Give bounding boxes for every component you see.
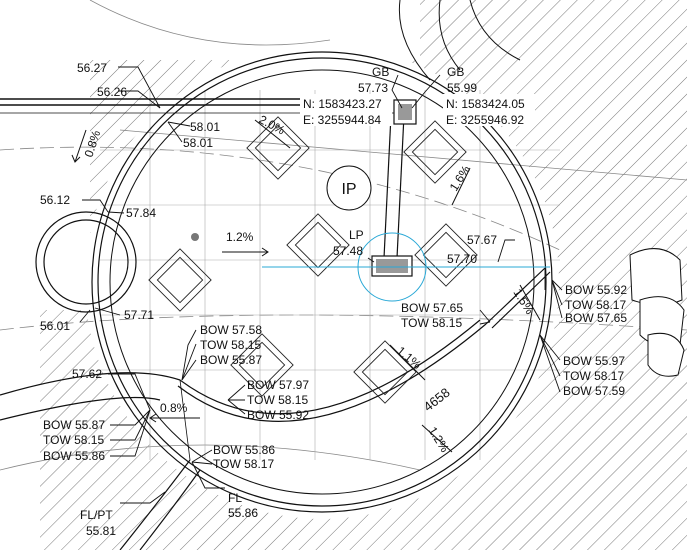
label-gb-right: GB (447, 65, 464, 79)
coord-bg-right (443, 94, 535, 126)
ip-marker-text: IP (341, 181, 356, 198)
label-bow-55-86-f: BOW 55.86 (43, 449, 105, 463)
label-gb-left-val: 57.73 (358, 81, 388, 95)
label-e-left: E: 3255944.84 (303, 113, 381, 127)
label-56-27: 56.27 (77, 61, 107, 75)
slope-arrows (71, 119, 541, 453)
trench-drain (371, 99, 417, 277)
ip-marker-circle (326, 165, 372, 211)
label-tow-58-15-c: TOW 58.15 (200, 338, 261, 352)
table-sets (148, 116, 478, 404)
round-planter (35, 211, 137, 313)
label-bow-57-97: BOW 57.97 (247, 378, 309, 392)
label-e-right: E: 3255946.92 (446, 113, 524, 127)
label-bow-55-97: BOW 55.97 (563, 354, 625, 368)
label-bow-55-87-f: BOW 55.87 (43, 418, 105, 432)
label-gb-left: GB (372, 65, 389, 79)
label-tow-58-15-f: TOW 58.15 (43, 433, 104, 447)
label-bow-55-92-e: BOW 55.92 (247, 408, 309, 422)
label-tow-58-17-g: TOW 58.17 (213, 457, 274, 471)
label-56-12: 56.12 (40, 193, 70, 207)
seat-wall-arc (177, 267, 551, 422)
label-58-01a: 58.01 (190, 120, 220, 134)
lp-highlight (262, 232, 550, 302)
label-bow-57-65-b: BOW 57.65 (401, 301, 463, 315)
boulders (629, 248, 685, 377)
label-bow-57-65-a: BOW 57.65 (565, 311, 627, 325)
label-57-70: 57.70 (447, 252, 477, 266)
label-57-71: 57.71 (124, 308, 154, 322)
label-n-right: N: 1583424.05 (446, 97, 525, 111)
bottom-left-walkway (0, 372, 201, 550)
top-right-path (398, 0, 521, 81)
leader-lines (79, 66, 563, 504)
slope-1-2-mid: 1.2% (226, 230, 254, 244)
label-flpt: FL/PT (80, 508, 113, 522)
label-n-left: N: 1583423.27 (303, 97, 382, 111)
label-bow-57-58: BOW 57.58 (200, 323, 262, 337)
label-tow-58-15-b: TOW 58.15 (401, 316, 462, 330)
label-57-62: 57.62 (72, 367, 102, 381)
label-57-67: 57.67 (467, 233, 497, 247)
label-bow-57-59: BOW 57.59 (563, 384, 625, 398)
label-flpt-val: 55.81 (86, 524, 116, 538)
label-lp-val: 57.48 (333, 244, 363, 258)
label-56-01: 56.01 (40, 319, 70, 333)
label-bow-55-92: BOW 55.92 (565, 283, 627, 297)
label-fl: FL (228, 491, 242, 505)
label-bow-55-86-g: BOW 55.86 (213, 443, 275, 457)
label-tow-58-15-e: TOW 58.15 (247, 393, 308, 407)
label-tow-58-17-d: TOW 58.17 (563, 369, 624, 383)
label-lp: LP (349, 228, 364, 242)
slope-0-8-bottom: 0.8% (160, 401, 188, 415)
coord-bg-left (300, 94, 392, 126)
label-gb-right-val: 55.99 (447, 81, 477, 95)
survey-point (191, 233, 199, 241)
label-58-01b: 58.01 (183, 136, 213, 150)
paving-grid (100, 90, 560, 460)
label-bow-55-87-c: BOW 55.87 (200, 353, 262, 367)
label-fl-val: 55.86 (228, 506, 258, 520)
plaza-circle (91, 51, 553, 513)
label-56-26: 56.26 (97, 85, 127, 99)
label-tow-58-17-a: TOW 58.17 (565, 298, 626, 312)
label-57-84: 57.84 (126, 206, 156, 220)
